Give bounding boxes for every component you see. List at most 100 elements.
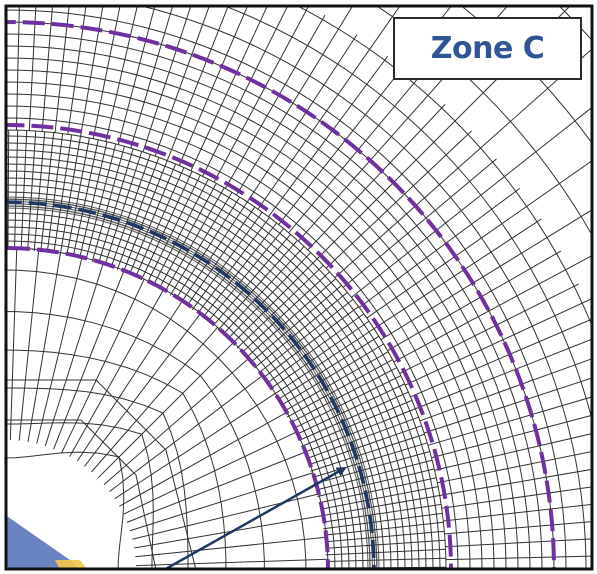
mesh-spoke	[427, 396, 592, 446]
mesh-spoke	[0, 130, 1, 250]
mesh-spoke	[405, 297, 592, 386]
mesh-spoke	[249, 285, 342, 364]
mesh-spoke	[315, 459, 433, 491]
mesh-spoke	[325, 539, 446, 549]
mesh-spoke	[321, 494, 440, 517]
mesh-spoke	[36, 256, 83, 444]
mesh-spoke	[245, 278, 336, 359]
mesh-spoke	[126, 451, 306, 523]
mesh-spoke	[117, 6, 156, 145]
mesh-spoke	[312, 442, 428, 478]
mesh-spoke	[85, 143, 117, 261]
mesh-spoke	[123, 431, 298, 515]
inner-unstructured-mesh	[6, 248, 328, 569]
mesh-spoke	[9, 248, 18, 441]
mesh-spoke	[322, 503, 442, 523]
mesh-spoke	[197, 217, 270, 314]
mesh-spoke	[292, 375, 402, 430]
mesh-spoke	[27, 130, 37, 251]
mesh-spoke	[316, 6, 571, 260]
mesh-spoke	[78, 141, 108, 259]
mesh-spoke	[443, 503, 592, 522]
mesh-spoke	[314, 451, 430, 485]
mesh-spoke	[323, 512, 443, 530]
mesh-spoke	[227, 252, 312, 340]
mesh-spoke	[334, 48, 592, 279]
mesh-spoke	[318, 477, 437, 504]
mesh-spoke	[212, 234, 291, 327]
diagram-frame	[4, 4, 594, 571]
mesh-spoke	[41, 6, 54, 132]
mesh-spoke	[72, 139, 99, 258]
mesh-spoke	[84, 313, 201, 467]
mesh-spoke	[80, 6, 104, 137]
dashed-boundary-circle	[6, 246, 330, 569]
mesh-spoke	[44, 262, 104, 447]
mesh-spoke	[351, 106, 592, 298]
mesh-spoke	[207, 228, 285, 323]
mesh-spoke	[28, 6, 37, 131]
mesh-spoke	[59, 136, 82, 255]
mesh-spoke	[231, 258, 318, 345]
mesh-spoke	[14, 130, 19, 251]
mesh-spoke	[191, 211, 263, 311]
mesh-spoke	[267, 55, 389, 218]
mesh-spoke	[66, 137, 90, 256]
mesh-spoke	[18, 249, 40, 441]
mesh-spoke	[98, 148, 134, 264]
mesh-spoke	[236, 264, 324, 349]
mesh-spoke	[269, 320, 370, 390]
mesh-spoke	[134, 167, 185, 278]
mesh-spoke	[288, 79, 418, 234]
mesh-spoke	[253, 291, 348, 369]
mesh-spoke	[158, 183, 217, 290]
mesh-spoke	[175, 196, 241, 300]
mesh-spoke	[190, 6, 268, 171]
mesh-spoke	[434, 433, 592, 471]
mesh-spoke	[437, 451, 592, 484]
mesh-spoke	[217, 240, 298, 331]
mesh-spoke	[280, 343, 384, 407]
mesh-spoke	[380, 209, 592, 341]
mesh-spoke	[40, 132, 55, 252]
fine-boundary-layer-mesh	[0, 130, 446, 569]
mesh-spoke	[213, 6, 310, 183]
mesh-spoke	[258, 299, 354, 374]
mesh-spoke	[265, 313, 365, 385]
mesh-spoke	[103, 358, 250, 485]
mesh-spoke	[423, 377, 592, 434]
mesh-spoke	[181, 201, 248, 303]
mesh-spoke	[142, 6, 192, 153]
dashed-interface-circle	[6, 200, 376, 569]
mesh-spoke	[169, 192, 233, 296]
mesh-spoke	[15, 6, 20, 131]
mesh-spoke	[283, 351, 389, 412]
mesh-spoke	[441, 486, 592, 509]
mesh-spoke	[7, 130, 10, 251]
mesh-spoke	[222, 246, 305, 335]
mesh-spoke	[276, 335, 380, 401]
mesh-spoke	[273, 328, 375, 395]
mesh-spoke	[419, 358, 592, 422]
mesh-spoke	[76, 300, 183, 462]
mesh-spoke	[135, 536, 327, 558]
mesh-spoke	[262, 306, 359, 379]
mesh-spoke	[114, 393, 276, 500]
zone-label-box: Zone C	[393, 17, 582, 80]
mesh-spoke	[152, 179, 209, 287]
mesh-spoke	[69, 289, 165, 457]
mesh-spoke	[445, 538, 592, 548]
mesh-spoke	[53, 134, 73, 254]
zone-label: Zone C	[430, 31, 545, 66]
mesh-spoke	[373, 218, 542, 330]
mesh-spoke	[366, 160, 592, 319]
mesh-spoke	[446, 572, 597, 573]
mesh-spoke	[325, 130, 472, 269]
mesh-core	[6, 419, 157, 569]
mesh-spoke	[178, 6, 249, 166]
mesh-spoke	[46, 133, 64, 253]
mesh-spoke	[92, 6, 121, 139]
mesh-spoke	[307, 104, 446, 251]
mesh-spoke	[415, 338, 592, 410]
mesh-spoke	[67, 6, 87, 135]
